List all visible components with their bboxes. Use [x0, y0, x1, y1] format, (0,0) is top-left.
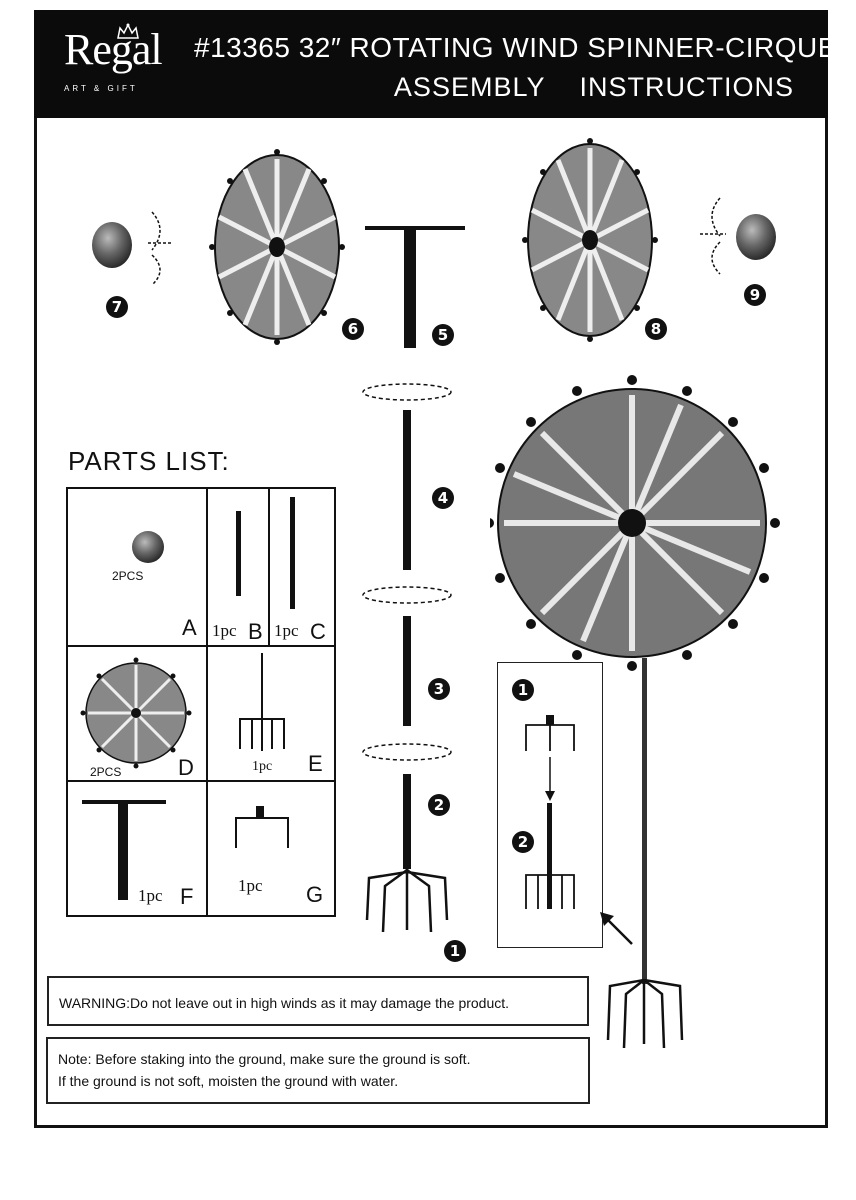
assembled-pole	[642, 658, 647, 984]
stake-pole	[403, 774, 411, 869]
crown-icon	[117, 23, 139, 39]
stake-connector-detail-icon	[525, 715, 575, 751]
part-c-qty: 1pc	[274, 621, 299, 640]
step-2-marker: 2	[428, 794, 450, 816]
part-a-cell: 2PCS A	[66, 487, 208, 647]
pole-c-icon	[290, 497, 295, 609]
part-g-cell: 1pc G	[206, 780, 336, 917]
assembled-spinner-illustration	[490, 375, 780, 1049]
warning-box: WARNING:Do not leave out in high winds a…	[47, 976, 589, 1026]
step-4-marker: 4	[432, 487, 454, 509]
note-line-2: If the ground is not soft, moisten the g…	[58, 1073, 399, 1089]
inset-step-2-marker: 2	[512, 831, 534, 853]
finial-ball-left	[92, 222, 132, 268]
instructions-title: ASSEMBLY INSTRUCTIONS	[393, 72, 794, 102]
stake-with-pole-icon	[525, 803, 575, 909]
stake-connector-icon	[235, 806, 289, 848]
brand-name: Regal	[64, 25, 163, 74]
part-d-cell: 2PCS D	[66, 645, 208, 782]
brand-subtitle: ART & GIFT	[64, 84, 138, 93]
step-3-marker: 3	[428, 678, 450, 700]
finial-ball-icon	[132, 531, 164, 563]
rotate-arrow-icon	[700, 197, 726, 275]
rotate-arrow-icon	[362, 383, 452, 761]
step-6-marker: 6	[342, 318, 364, 340]
parts-list-title: PARTS LIST:	[68, 446, 230, 476]
part-a-qty: 2PCS	[112, 569, 144, 583]
ground-stake-icon	[239, 653, 285, 751]
pole-assembly-diagram	[362, 383, 452, 933]
stake-connection-detail: 1 2	[497, 662, 603, 948]
parts-list-table: 2PCS A 1pc B 1pc C 2PCS D	[66, 487, 336, 917]
arrow-icon	[545, 757, 555, 801]
part-d-letter: D	[178, 755, 194, 780]
step-8-marker: 8	[645, 318, 667, 340]
part-a-letter: A	[182, 615, 197, 640]
step-5-marker: 5	[432, 324, 454, 346]
pole-section-c	[403, 616, 411, 726]
spinner-wheel-left	[209, 149, 345, 345]
rotate-arrow-icon	[148, 211, 172, 286]
assembled-stake	[606, 978, 684, 1049]
part-c-letter: C	[310, 619, 326, 644]
pole-b-icon	[236, 511, 241, 596]
finial-ball-right	[736, 214, 776, 260]
part-e-cell: 1pc E	[206, 645, 336, 782]
product-title: #13365 32″ ROTATING WIND SPINNER-CIRQUE	[194, 32, 837, 63]
part-f-qty: 1pc	[138, 886, 163, 905]
part-b-cell: 1pc B	[206, 487, 270, 647]
header-bar: Regal ART & GIFT #13365 32″ ROTATING WIN…	[34, 10, 836, 118]
spinner-wheel-icon	[80, 657, 192, 769]
note-box: Note: Before staking into the ground, ma…	[46, 1037, 590, 1104]
step-9-marker: 9	[744, 284, 766, 306]
note-line-1: Note: Before staking into the ground, ma…	[58, 1051, 471, 1067]
part-b-qty: 1pc	[212, 621, 237, 640]
ground-stake	[365, 868, 449, 933]
pointer-arrow-icon	[600, 912, 633, 945]
step-7-marker: 7	[106, 296, 128, 318]
t-bar-stem-icon	[118, 802, 128, 900]
brand-logo: Regal ART & GIFT	[64, 22, 174, 102]
spinner-wheel-right	[522, 138, 658, 342]
part-b-letter: B	[248, 619, 263, 644]
pole-section-b	[403, 410, 411, 570]
part-e-qty: 1pc	[252, 759, 273, 774]
inset-step-1-marker: 1	[512, 679, 534, 701]
step-1-marker: 1	[444, 940, 466, 962]
part-g-letter: G	[306, 882, 324, 907]
part-e-letter: E	[308, 751, 323, 776]
part-c-cell: 1pc C	[268, 487, 336, 647]
part-f-letter: F	[180, 884, 194, 909]
t-bar-part	[365, 226, 465, 348]
part-g-qty: 1pc	[238, 876, 263, 895]
top-assembly-diagram	[92, 138, 776, 348]
part-d-qty: 2PCS	[90, 765, 122, 779]
part-f-cell: 1pc F	[66, 780, 208, 917]
